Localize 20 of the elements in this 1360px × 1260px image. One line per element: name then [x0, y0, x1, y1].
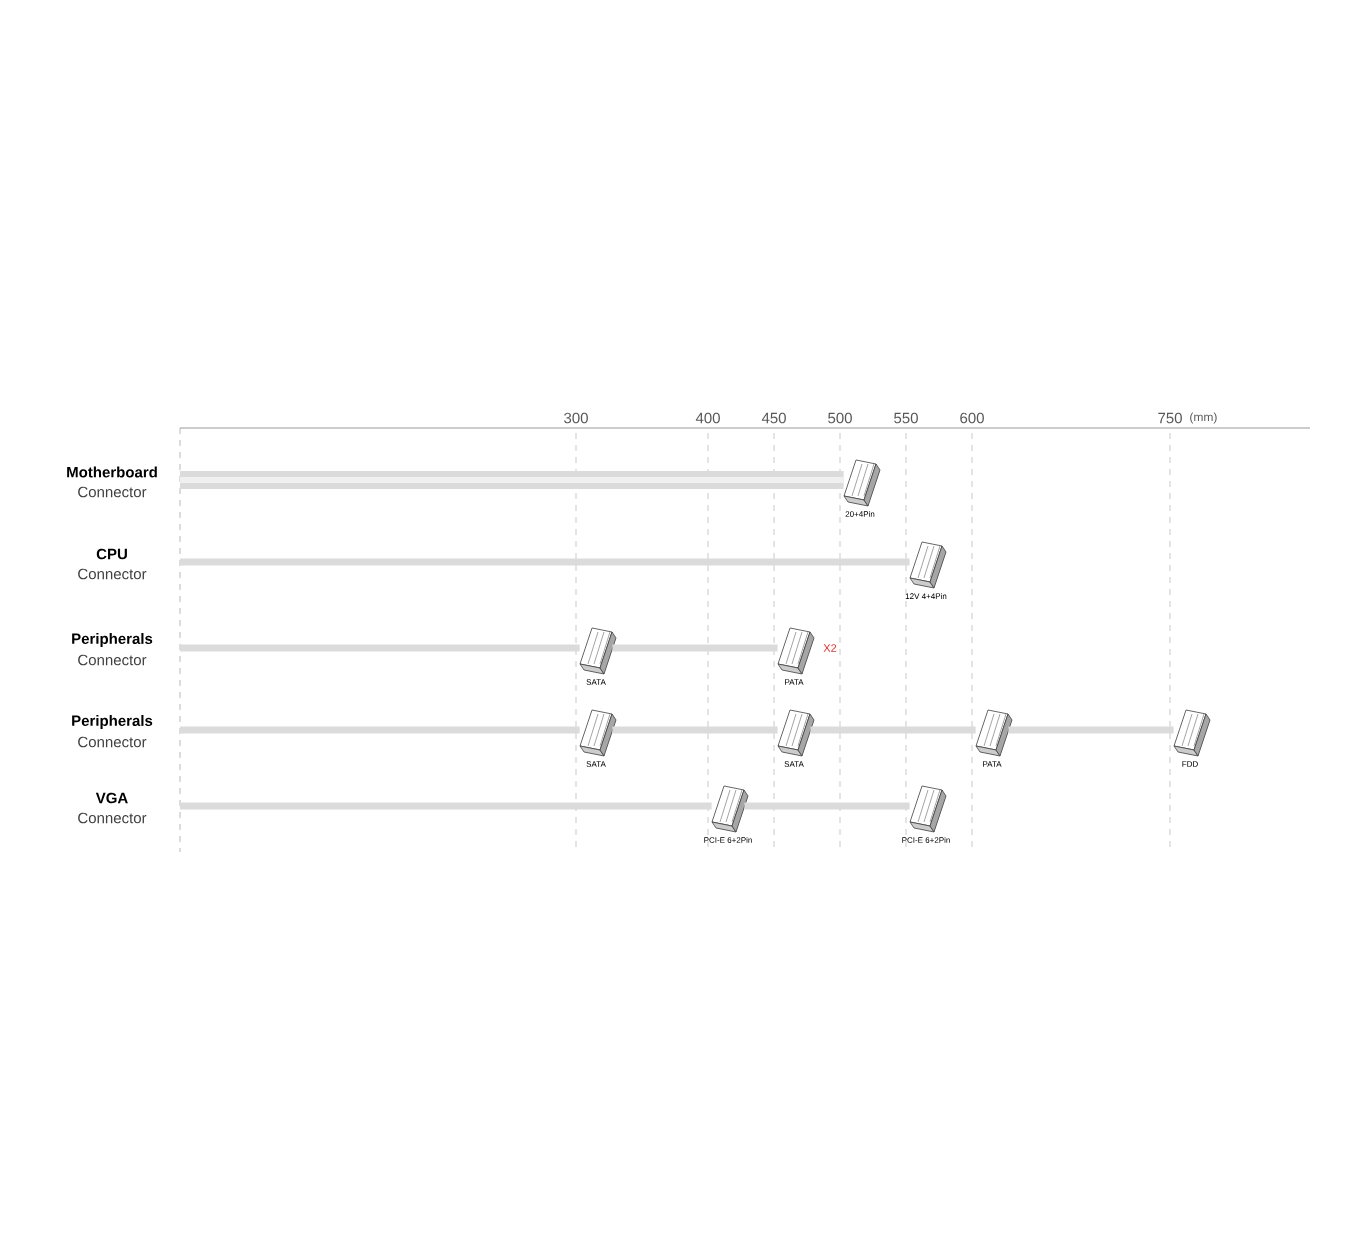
cable: [612, 644, 778, 652]
cable: [810, 726, 976, 734]
cable: [180, 471, 844, 489]
cable: [180, 644, 580, 652]
cable: [180, 726, 580, 734]
cable: [180, 558, 910, 566]
cable: [1008, 726, 1174, 734]
connector-drawing: [579, 627, 617, 675]
connector-drawing: [1173, 709, 1211, 757]
cable: [612, 726, 778, 734]
connector-drawing: [909, 541, 947, 589]
connector-drawing: [579, 709, 617, 757]
connector-drawing: [711, 785, 749, 833]
connector-drawing: [777, 709, 815, 757]
connector-drawing: [843, 459, 881, 507]
cable: [744, 802, 910, 810]
cable: [180, 802, 712, 810]
connector-drawing: [909, 785, 947, 833]
connector-drawing: [975, 709, 1013, 757]
connector-drawing: [777, 627, 815, 675]
